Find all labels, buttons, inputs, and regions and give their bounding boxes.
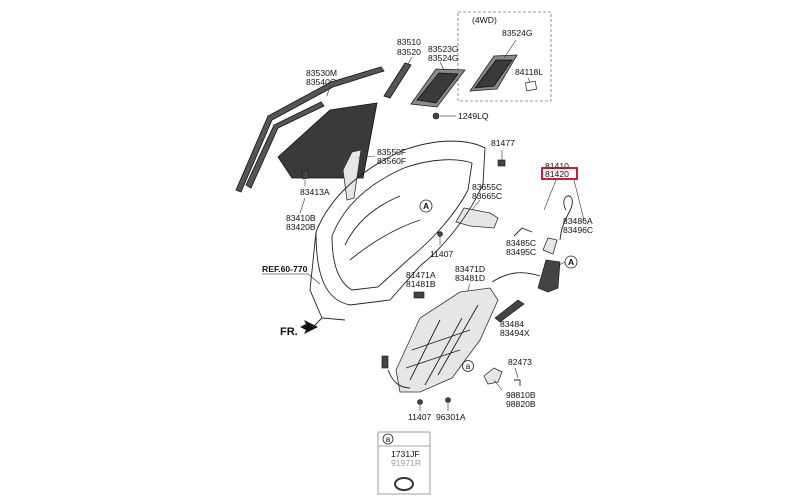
label-11407-upper: 11407: [430, 249, 453, 259]
window-frame-moulding-inner: [245, 101, 325, 189]
label-83530m: 83530M: [306, 68, 337, 78]
bolt-11407-lower: [417, 399, 423, 405]
regulator-connector: [381, 355, 389, 369]
window-frame-moulding: [235, 66, 385, 193]
clip-83485c: [513, 227, 533, 237]
label-ref: REF.60-770: [262, 264, 308, 274]
label-81471a: 81471A: [406, 270, 436, 280]
label-83550f: 83550F: [377, 147, 406, 157]
detail-part-2: 91971R: [391, 458, 421, 468]
ref-marker-a-3: [462, 360, 474, 372]
door-shell: [315, 140, 486, 306]
label-83420b: 83420B: [286, 222, 316, 232]
ref-label-a-3: a: [466, 361, 471, 371]
label-83524g: 83524G: [428, 53, 459, 63]
door-latch: [537, 259, 561, 293]
label-83485c: 83485C: [506, 238, 536, 248]
label-81481b: 81481B: [406, 279, 436, 289]
ref-marker-a-1: [419, 199, 433, 213]
ref-label-a-1: A: [423, 201, 429, 211]
door-lower-edge: [309, 231, 346, 331]
ref-label-a-2: A: [568, 257, 574, 267]
detail-marker-icon: [382, 433, 394, 445]
label-83523g: 83523G: [428, 44, 459, 54]
latch-cable: [559, 195, 573, 241]
label-98810b: 98810B: [506, 390, 536, 400]
label-96301a: 96301A: [436, 412, 466, 422]
label-81420: 81420: [545, 169, 569, 179]
highlight-81420: [541, 167, 578, 180]
quarter-glass-inner: [416, 72, 459, 104]
bolt-1249lq: 1249LQ: [432, 111, 489, 121]
front-arrow-icon: [300, 320, 318, 334]
label-82473: 82473: [508, 357, 532, 367]
outside-handle: [455, 207, 499, 229]
label-83410b: 83410B: [286, 213, 316, 223]
label-83484: 83484: [500, 319, 524, 329]
label-81410: 81410: [545, 161, 569, 171]
label-81477: 81477: [491, 138, 515, 148]
label-83540g: 83540G: [306, 77, 337, 87]
grommet-ring: [394, 477, 414, 491]
clip-96301a: [445, 397, 451, 403]
label-83560f: 83560F: [377, 156, 406, 166]
inset-4wd-frame: [457, 11, 552, 102]
label-98820b: 98820B: [506, 399, 536, 409]
detail-part-1: 1731JF: [391, 449, 420, 459]
label-83486a: 83486A: [563, 216, 593, 226]
label-84118l: 84118L: [515, 67, 543, 77]
label-83524g-4wd: 83524G: [502, 28, 533, 38]
label-1249lq: 1249LQ: [458, 111, 489, 121]
label-fr: FR.: [280, 326, 298, 338]
clip-82473: [514, 379, 521, 386]
regulator-wire: [387, 369, 411, 389]
label-83520: 83520: [397, 47, 421, 57]
detail-box-a: a 1731JF 91971R: [377, 431, 431, 495]
label-83495c: 83495C: [506, 247, 536, 257]
label-83494x: 83494X: [500, 328, 530, 338]
quarter-glass-4wd-inner: [474, 59, 513, 89]
latch-bracket: [542, 237, 558, 255]
label-83496c: 83496C: [563, 225, 593, 235]
regulator-ribs: [405, 304, 479, 386]
label-83665c: 83665C: [472, 191, 502, 201]
regulator-motor: [483, 367, 503, 385]
label-83471d: 83471D: [455, 264, 485, 274]
door-inner-panel: [331, 159, 473, 291]
detail-marker-label: a: [386, 434, 391, 444]
door-ribs: [344, 195, 421, 261]
label-11407-lower: 11407: [408, 412, 431, 422]
striker-81477: [497, 159, 506, 167]
label-83655c: 83655C: [472, 182, 502, 192]
label-4wd: (4WD): [472, 15, 497, 25]
part-81471a: [413, 291, 425, 299]
run-channel-strip: [383, 62, 412, 99]
label-83413a: 83413A: [300, 187, 330, 197]
bolt-11407-upper: [437, 231, 443, 237]
label-83510: 83510: [397, 37, 421, 47]
rear-channel: [342, 149, 362, 201]
door-glass: [277, 102, 378, 179]
label-decal-84118l: [524, 80, 538, 92]
inset-4wd: (4WD) 83524G 84118L: [457, 11, 552, 102]
clip-83413a: [301, 169, 310, 180]
latch-rod: [491, 272, 541, 283]
part-83484: [494, 299, 525, 323]
label-83481d: 83481D: [455, 273, 485, 283]
